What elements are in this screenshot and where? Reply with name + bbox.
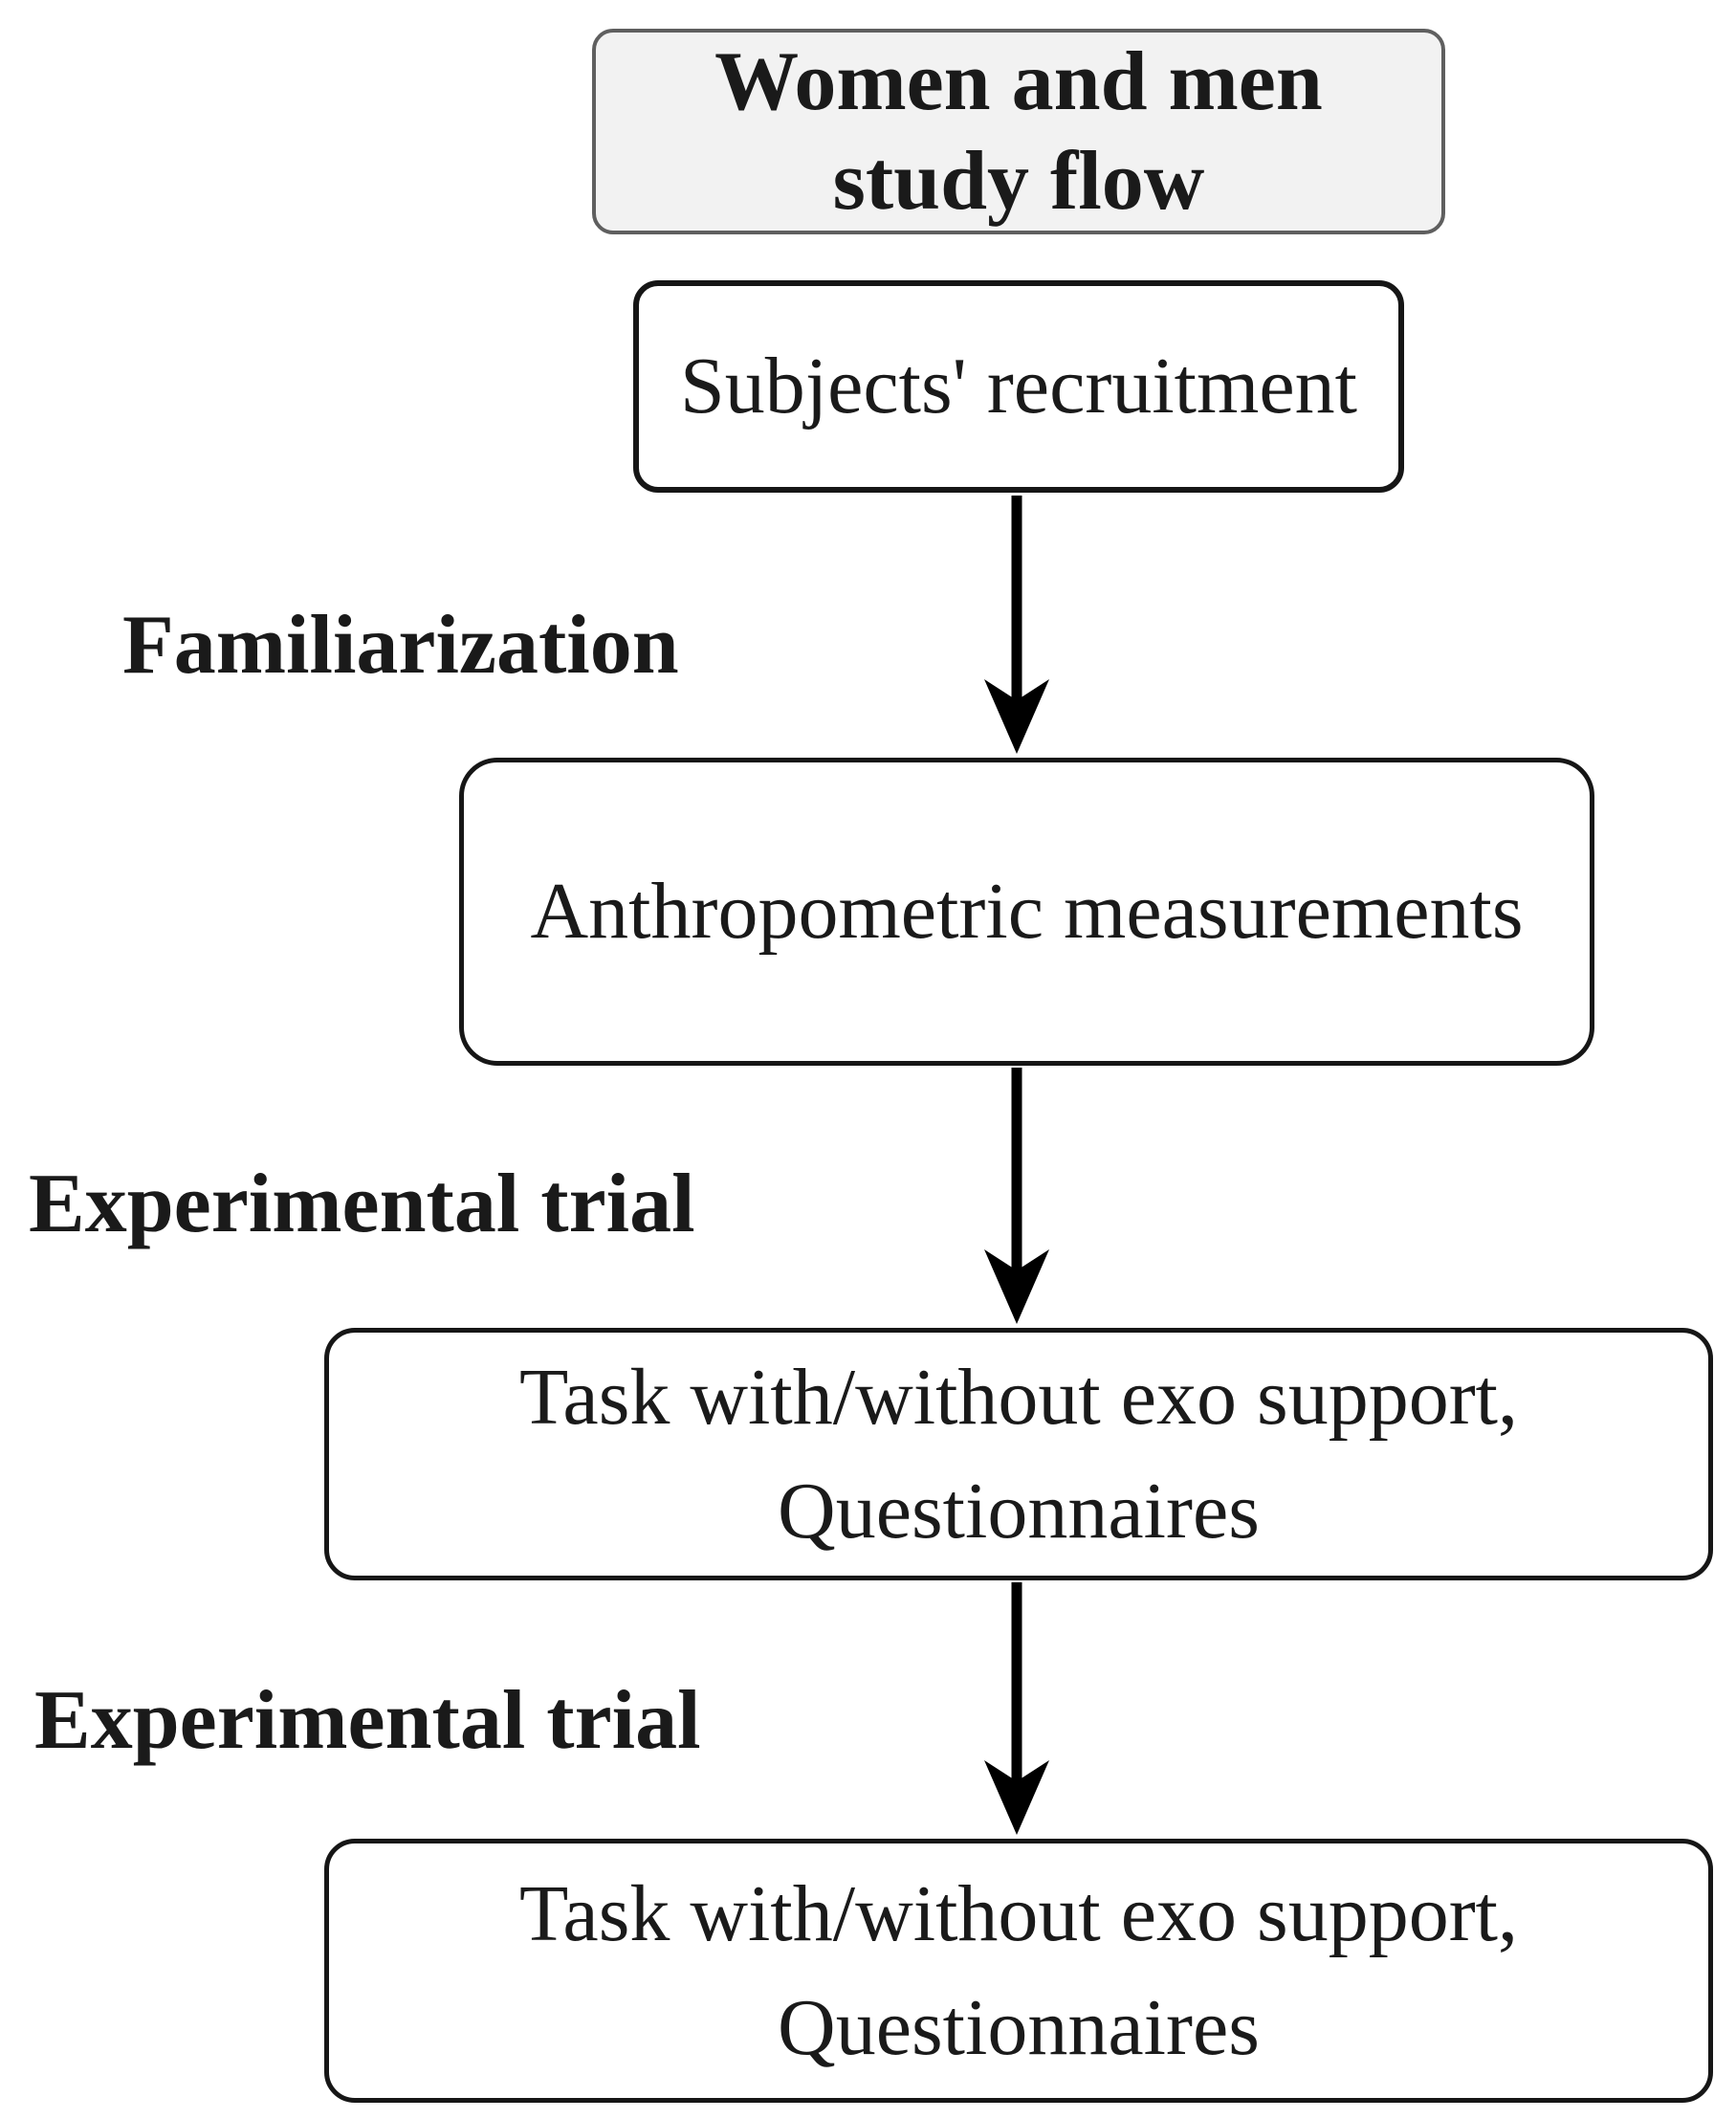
arrow-down-2 bbox=[984, 1068, 1049, 1324]
node-subjects-recruitment: Subjects' recruitment bbox=[633, 280, 1404, 493]
title-node: Women and men study flow bbox=[592, 29, 1445, 234]
node-label: Task with/without exo support, Questionn… bbox=[518, 1868, 1519, 2072]
arrow-down-1 bbox=[984, 496, 1049, 754]
phase-label-experimental-trial-2: Experimental trial bbox=[34, 1674, 701, 1767]
title-text: Women and men study flow bbox=[714, 34, 1323, 228]
node-anthropometric-measurements: Anthropometric measurements bbox=[459, 758, 1594, 1066]
arrowhead-icon bbox=[984, 1249, 1049, 1324]
node-label: Anthropometric measurements bbox=[530, 867, 1524, 957]
arrow-down-3 bbox=[984, 1582, 1049, 1835]
node-label: Task with/without exo support, Questionn… bbox=[518, 1352, 1519, 1556]
phase-label-familiarization: Familiarization bbox=[122, 599, 679, 692]
node-task-exo-questionnaires-1: Task with/without exo support, Questionn… bbox=[324, 1328, 1713, 1580]
node-task-exo-questionnaires-2: Task with/without exo support, Questionn… bbox=[324, 1839, 1713, 2103]
arrowhead-icon bbox=[984, 1760, 1049, 1835]
phase-label-experimental-trial-1: Experimental trial bbox=[29, 1158, 695, 1250]
node-label: Subjects' recruitment bbox=[680, 342, 1357, 431]
arrowhead-icon bbox=[984, 679, 1049, 754]
